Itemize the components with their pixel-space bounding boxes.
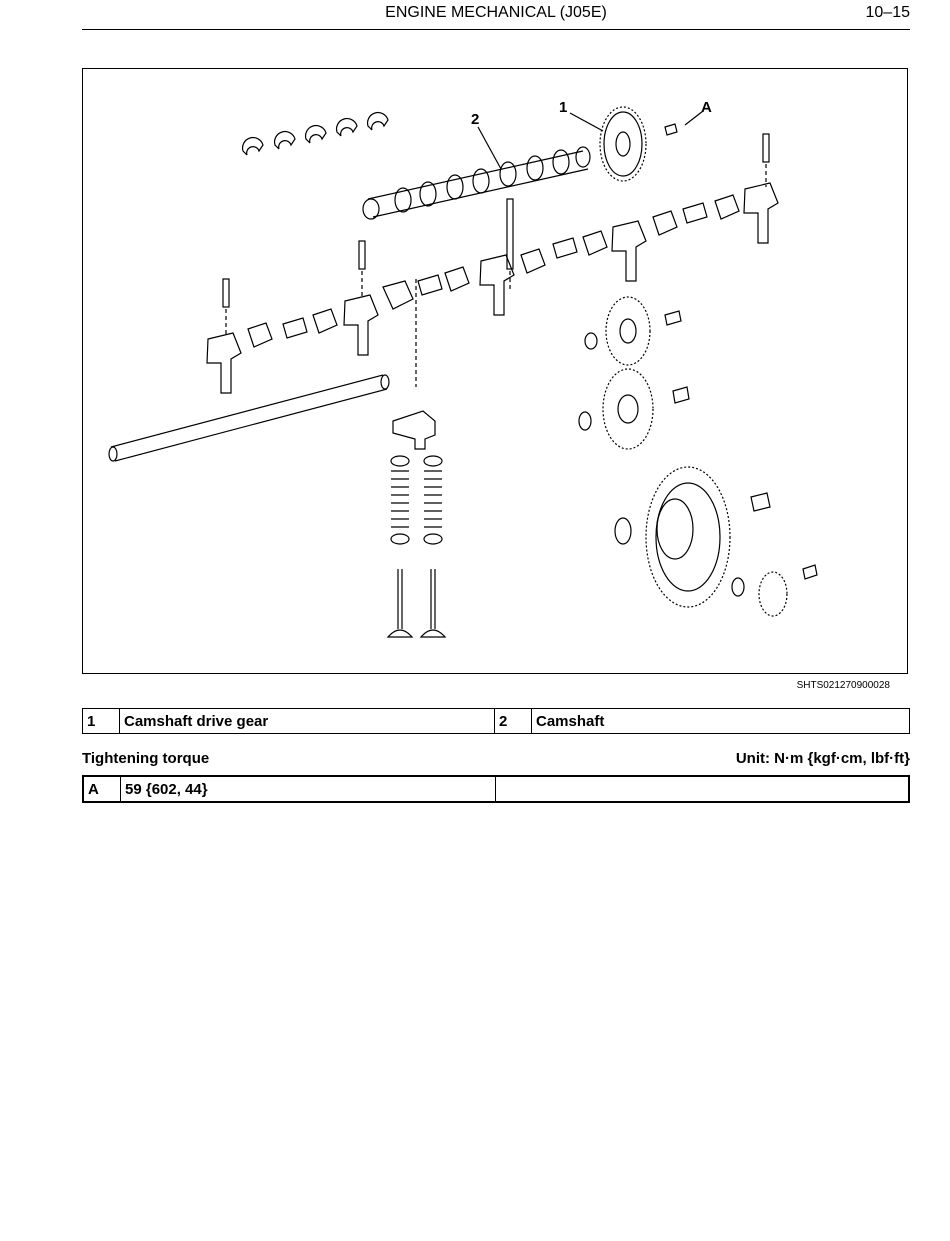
page-number: 10–15 [865,4,911,21]
part-number: 1 [82,708,120,734]
rocker-support-bolts [222,133,770,387]
page-title: ENGINE MECHANICAL (J05E) [385,4,607,21]
figure-code: SHTS021270900028 [796,680,890,691]
parts-legend-table: 1 Camshaft drive gear 2 Camshaft [82,708,910,734]
camshaft-bearings [241,111,389,156]
rocker-arms-lower [206,254,515,394]
page-header: ENGINE MECHANICAL (J05E) 10–15 [82,0,910,30]
empty-cell [532,775,910,803]
part-name: Camshaft [531,708,910,734]
valve-assembly [386,410,447,638]
torque-unit: Unit: N·m {kgf·cm, lbf·ft} [735,750,910,767]
torque-section-title: Tightening torque [82,750,210,767]
torque-key: A [82,775,121,803]
torque-value: 59 {602, 44} [120,775,496,803]
part-name: Camshaft drive gear [119,708,495,734]
table-row: A 59 {602, 44} [82,775,910,803]
camshaft-drive-gear [599,106,678,182]
callout-1: 1 [559,99,568,116]
camshaft [362,146,591,220]
table-row: 1 Camshaft drive gear 2 Camshaft [82,708,910,734]
callout-a: A [701,99,712,116]
rocker-shaft [108,374,390,462]
callout-2: 2 [471,111,480,128]
part-number: 2 [494,708,532,734]
rocker-arms-upper [520,182,779,282]
idler-gears [578,296,818,617]
empty-cell [495,775,532,803]
exploded-view-figure: 1 2 A [82,68,908,674]
torque-table: A 59 {602, 44} [82,775,910,803]
